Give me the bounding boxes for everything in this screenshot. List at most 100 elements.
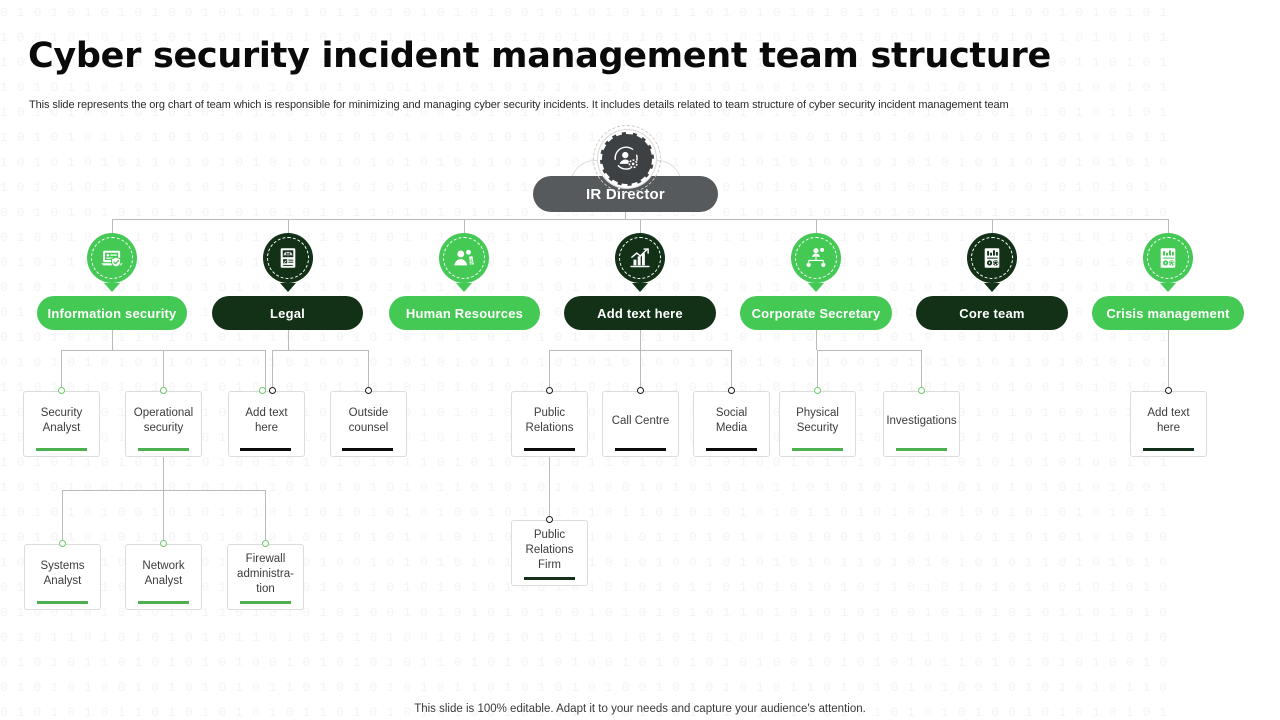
connector-dot-operational-security [160, 387, 167, 394]
underline-physical-security [792, 448, 843, 451]
box-security-analyst[interactable]: Security Analyst [23, 391, 100, 457]
node-crisis-management[interactable]: Crisis management [1092, 296, 1244, 330]
box-systems-analyst[interactable]: Systems Analyst [24, 544, 101, 610]
connector-infosec-to-security-analyst [61, 350, 62, 390]
connector-opsec-to-firewall-admin [265, 490, 266, 543]
connector-legal-to-outside-counsel [368, 350, 369, 390]
connector-dot-investigations [918, 387, 925, 394]
node-legal[interactable]: Legal [212, 296, 363, 330]
pointer-arrow-5 [808, 283, 824, 292]
underline-investigations [896, 448, 947, 451]
box-public-relations-firm-label: Public Relations Firm [525, 528, 574, 571]
underline-add-text-here-left [240, 448, 291, 451]
underline-public-relations-firm [524, 577, 575, 580]
connector-opsec-to-systems-analyst [62, 490, 63, 543]
connector-bus-to-node-1 [112, 219, 113, 233]
connector-dot-network-analyst [160, 540, 167, 547]
connector-bus-to-node-4 [640, 219, 641, 233]
box-operational-security-label: Operational security [133, 407, 194, 434]
connector-dot-firewall-administration [262, 540, 269, 547]
connector-opsec-stem [163, 457, 164, 490]
node-add-text-here-level2[interactable]: Add text here [564, 296, 716, 330]
pointer-arrow-4 [632, 283, 648, 292]
underline-call-centre [615, 448, 666, 451]
connector-infosec-stem [112, 330, 113, 350]
box-investigations[interactable]: Investigations [883, 391, 960, 457]
connector-bus-to-node-3 [464, 219, 465, 233]
connector-corpsec-to-physical-security [817, 350, 818, 390]
box-add-text-here-right[interactable]: Add text here [1130, 391, 1207, 457]
underline-social-media [706, 448, 757, 451]
box-systems-analyst-label: Systems Analyst [40, 560, 85, 587]
people-money-icon: $ [439, 233, 489, 283]
pointer-arrow-2 [280, 283, 296, 292]
connector-dot-public-relations [546, 387, 553, 394]
connector-dot-systems-analyst [59, 540, 66, 547]
node-crisis-management-label: Crisis management [1106, 305, 1230, 321]
box-add-text-here-left[interactable]: Add text here [228, 391, 305, 457]
connector-legal-to-addtext [272, 350, 273, 390]
connector-dot-outside-counsel [365, 387, 372, 394]
connector-dot-addtext-infosec [259, 387, 266, 394]
box-public-relations-firm[interactable]: Public Relations Firm [511, 520, 588, 586]
box-network-analyst-label: Network Analyst [142, 560, 185, 587]
box-outside-counsel[interactable]: Outside counsel [330, 391, 407, 457]
footer-note: This slide is 100% editable. Adapt it to… [414, 703, 866, 715]
connector-dot-public-relations-firm [546, 516, 553, 523]
box-public-relations-label: Public Relations [525, 407, 574, 434]
box-social-media-label: Social Media [715, 407, 748, 434]
page-subtitle: This slide represents the org chart of t… [29, 99, 1009, 111]
box-operational-security[interactable]: Operational security [125, 391, 202, 457]
connector-dot-security-analyst [58, 387, 65, 394]
connector-dot-addtext-legal [269, 387, 276, 394]
node-core-team[interactable]: Core team [916, 296, 1068, 330]
underline-systems-analyst [37, 601, 88, 604]
node-corporate-secretary-label: Corporate Secretary [751, 305, 881, 321]
connector-infosec-to-addtext [265, 350, 266, 390]
connector-corpsec-to-investigations [921, 350, 922, 390]
box-network-analyst[interactable]: Network Analyst [125, 544, 202, 610]
box-security-analyst-label: Security Analyst [40, 407, 83, 434]
underline-operational-security [138, 448, 189, 451]
report-gear-icon [967, 233, 1017, 283]
connector-pr-to-pr-firm [549, 457, 550, 519]
pointer-arrow-3 [456, 283, 472, 292]
connector-root-stem [625, 212, 626, 220]
legal-document-icon [263, 233, 313, 283]
node-human-resources[interactable]: Human Resources [389, 296, 540, 330]
connector-corpsec-bus [817, 350, 922, 351]
connector-dot-call-centre [637, 387, 644, 394]
user-gear-icon [593, 125, 661, 193]
connector-addtext-to-call-centre [640, 350, 641, 390]
connector-addtext-to-social-media [731, 350, 732, 390]
node-corporate-secretary[interactable]: Corporate Secretary [740, 296, 892, 330]
pointer-arrow-1 [104, 283, 120, 292]
connector-dot-physical-security [814, 387, 821, 394]
connector-infosec-to-operational-security [163, 350, 164, 390]
connector-bus-to-node-6 [992, 219, 993, 233]
underline-network-analyst [138, 601, 189, 604]
page-title: Cyber security incident management team … [28, 36, 1051, 76]
underline-outside-counsel [342, 448, 393, 451]
bar-chart-growth-icon [615, 233, 665, 283]
svg-text:$: $ [469, 257, 473, 265]
box-public-relations[interactable]: Public Relations [511, 391, 588, 457]
connector-corpsec-stem [816, 330, 817, 350]
connector-legal-stem [288, 330, 289, 350]
node-core-team-label: Core team [959, 305, 1025, 321]
report-gear-icon [1143, 233, 1193, 283]
box-add-text-here-left-label: Add text here [245, 407, 288, 434]
connector-addtext-stem [640, 330, 641, 350]
underline-add-text-here-right [1143, 448, 1194, 451]
node-information-security[interactable]: Information security [37, 296, 187, 330]
box-call-centre[interactable]: Call Centre [602, 391, 679, 457]
connector-opsec-bus [62, 490, 266, 491]
connector-dot-addtext-crisis [1165, 387, 1172, 394]
connector-bus-to-node-7 [1168, 219, 1169, 233]
connector-opsec-to-network-analyst [163, 490, 164, 543]
connector-dot-social-media [728, 387, 735, 394]
underline-security-analyst [36, 448, 87, 451]
